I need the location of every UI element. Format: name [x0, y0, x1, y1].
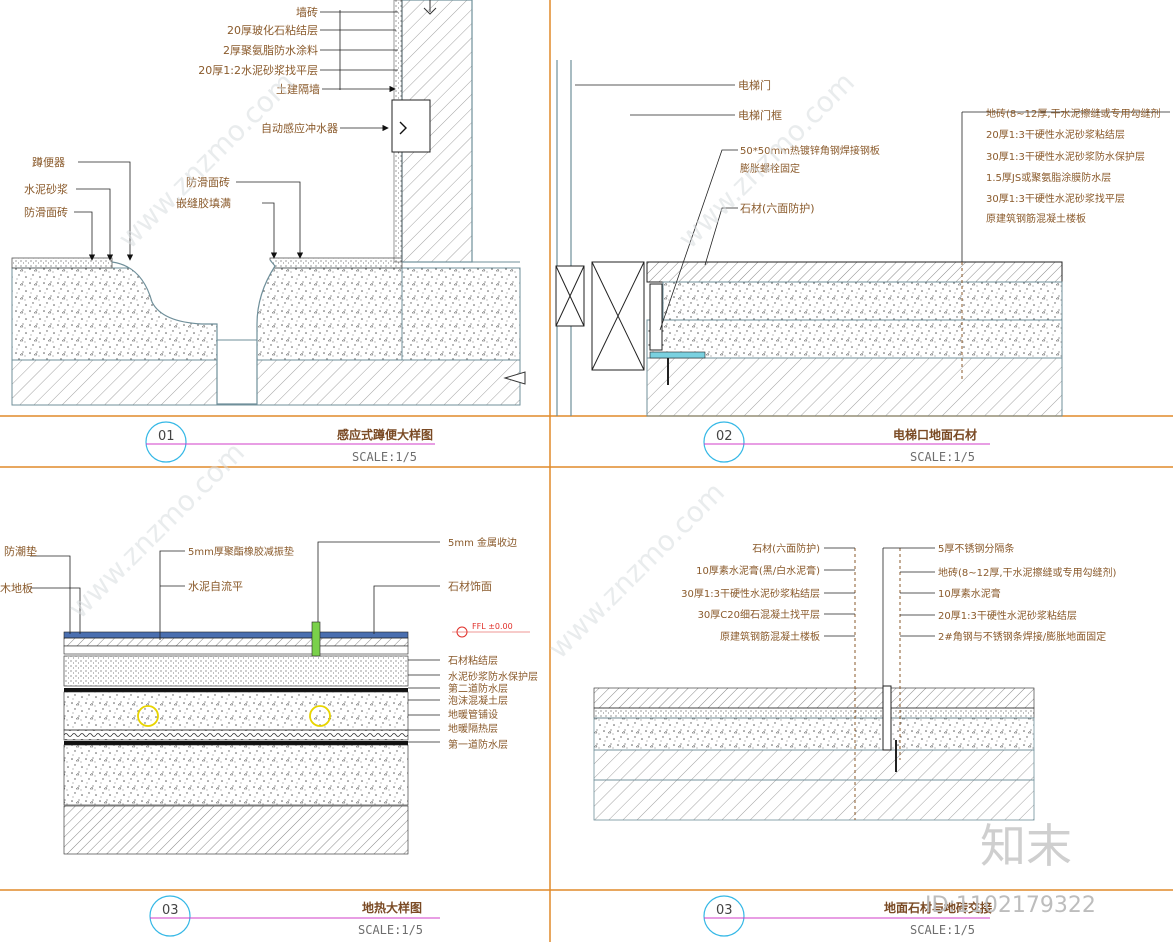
p4-number-circle: [703, 895, 745, 937]
p3-label-self-leveling: 水泥自流平: [188, 579, 243, 593]
p3-label-insulation: 地暖隔热层: [448, 722, 498, 735]
p2-label-door-frame: 电梯门框: [738, 108, 782, 122]
p4-scale: SCALE:1/5: [910, 923, 975, 937]
p1-title: 感应式蹲便大样图: [337, 427, 433, 442]
p2-label-bond-layer: 20厚1:3干硬性水泥砂浆粘结层: [986, 128, 1125, 141]
p1-label-antislip-tile-right: 防滑面砖: [186, 175, 230, 189]
p2-label-protect-layer: 30厚1:3干硬性水泥砂浆防水保护层: [986, 150, 1145, 163]
p3-label-wood-floor: 木地板: [0, 581, 33, 595]
p1-label-waterproof: 2厚聚氨脂防水涂料: [223, 43, 318, 57]
p4-label-bond: 30厚1:3干硬性水泥砂浆粘结层: [681, 587, 820, 600]
p3-label-moisture-pad: 防潮垫: [4, 544, 37, 558]
p1-scale: SCALE:1/5: [352, 450, 417, 464]
p2-label-leveling: 30厚1:3干硬性水泥砂浆找平层: [986, 192, 1125, 205]
watermark-site-1: www.znzmo.com: [112, 66, 301, 255]
p2-title: 电梯口地面石材: [893, 427, 977, 442]
p4-label-ss-strip: 5厚不锈钢分隔条: [938, 542, 1014, 555]
p1-label-wall-tile: 墙砖: [296, 5, 318, 19]
p2-number-circle: [703, 421, 745, 463]
watermark-site-3: www.znzmo.com: [62, 436, 251, 625]
p3-label-metal-edge: 5mm 金属收边: [448, 536, 517, 549]
p3-ffl-mark: FFL ±0.00: [472, 622, 513, 631]
p3-label-heating-pipe: 地暖管铺设: [448, 708, 498, 721]
p3-scale: SCALE:1/5: [358, 923, 423, 937]
panel-1-detail: 墙砖 20厚玻化石粘结层 2厚聚氨脂防水涂料 20厚1:2水泥砂浆找平层 土建隔…: [11, 0, 526, 464]
p3-label-stone-bond: 石材粘结层: [448, 654, 498, 667]
p3-label-foam-concrete: 泡沫混凝土层: [448, 694, 508, 707]
panel-2-detail: 电梯门 电梯门框 50*50mm热镀锌角钢焊接钢板 膨胀螺栓固定 石材(六面防护…: [555, 60, 1170, 464]
p1-label-adhesive: 20厚玻化石粘结层: [227, 23, 318, 37]
p3-label-protect: 水泥砂浆防水保护层: [448, 670, 538, 683]
p1-label-leveling: 20厚1:2水泥砂浆找平层: [198, 63, 318, 77]
p3-label-damping-pad: 5mm厚聚酯橡胶减振垫: [188, 545, 294, 558]
p2-number: 02: [716, 429, 733, 444]
p3-title: 地热大样图: [362, 900, 422, 915]
p2-label-waterproof-film: 1.5厚JS或聚氨脂涂膜防水层: [986, 171, 1111, 184]
p2-label-stone: 石材(六面防护): [740, 201, 815, 215]
p1-label-sealant: 嵌缝胶填满: [176, 196, 231, 210]
p2-label-floor-tile: 地砖(8~12厚,干水泥擦缝或专用勾缝剂: [986, 107, 1161, 120]
p3-label-wp1: 第一道防水层: [448, 738, 508, 751]
p4-label-stone: 石材(六面防护): [752, 542, 820, 555]
p3-number-circle: [149, 895, 191, 937]
panel-3-detail: FFL ±0.00 防潮垫 木地板 5mm厚聚酯橡胶减振垫 水泥自流平 5mm …: [0, 536, 538, 937]
watermark-site-2: www.znzmo.com: [672, 66, 861, 255]
p1-label-mortar: 水泥砂浆: [24, 182, 68, 196]
watermark-brand: 知末: [980, 819, 1072, 873]
watermark-id: ID:1102179322: [925, 893, 1096, 918]
p3-number: 03: [162, 903, 179, 918]
p4-label-slab: 原建筑钢筋混凝土楼板: [720, 630, 820, 643]
p1-number-circle: [145, 421, 187, 463]
p4-title: 地面石材与地砖交接: [884, 900, 992, 915]
p4-number: 03: [716, 903, 733, 918]
p2-label-elevator-door: 电梯门: [738, 78, 771, 92]
p4-label-c20: 30厚C20细石混凝土找平层: [698, 608, 820, 621]
p4-label-tile: 地砖(8~12厚,干水泥擦缝或专用勾缝剂): [938, 566, 1117, 579]
p1-number: 01: [158, 429, 175, 444]
panel-4-detail: 石材(六面防护) 10厚素水泥膏(黑/白水泥膏) 30厚1:3干硬性水泥砂浆粘结…: [593, 542, 1117, 937]
p2-label-angle-steel: 50*50mm热镀锌角钢焊接钢板: [740, 144, 880, 157]
p2-label-slab: 原建筑钢筋混凝土楼板: [986, 212, 1086, 225]
p3-label-stone-finish: 石材饰面: [448, 579, 492, 593]
p2-scale: SCALE:1/5: [910, 450, 975, 464]
p2-label-bolts: 膨胀螺栓固定: [740, 162, 800, 175]
p1-label-partition: 土建隔墙: [276, 82, 320, 96]
p4-label-cement-paste: 10厚素水泥膏(黑/白水泥膏): [696, 564, 820, 577]
p1-label-squat-toilet: 蹲便器: [32, 155, 65, 169]
p4-label-paste: 10厚素水泥膏: [938, 587, 1001, 600]
p4-label-angle: 2#角钢与不锈钢条焊接/膨胀地面固定: [938, 630, 1106, 643]
p3-label-wp2: 第二道防水层: [448, 682, 508, 695]
p4-label-bond2: 20厚1:3干硬性水泥砂浆粘结层: [938, 609, 1077, 622]
p1-label-flusher: 自动感应冲水器: [261, 121, 338, 135]
p1-label-antislip-tile-left: 防滑面砖: [24, 205, 68, 219]
